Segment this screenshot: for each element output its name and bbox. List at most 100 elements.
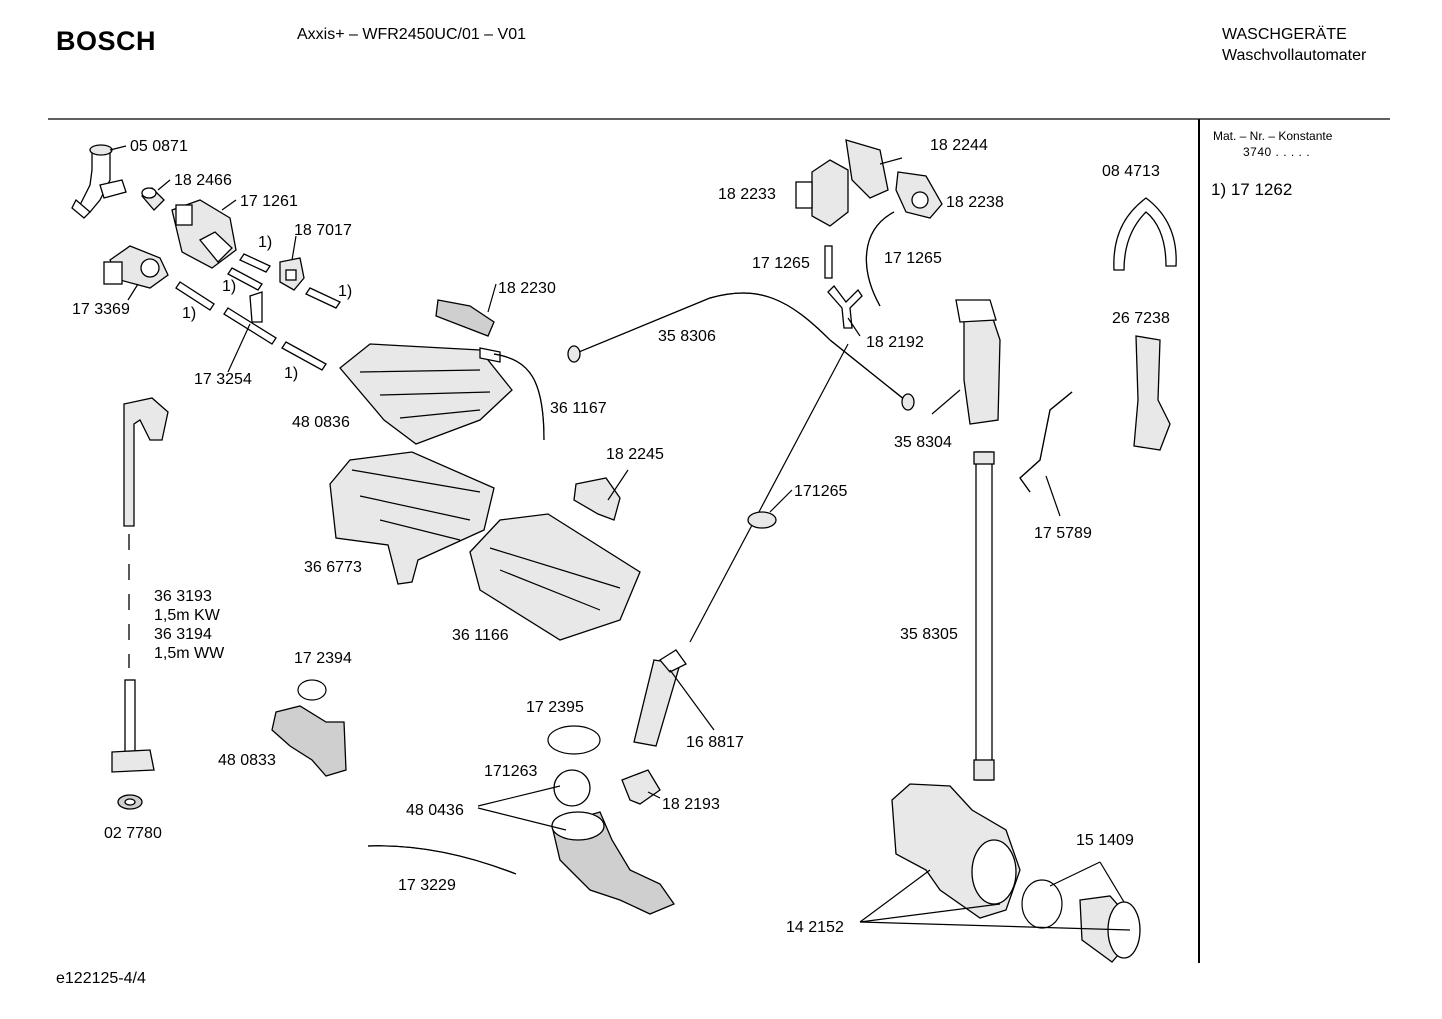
part-label: 18 2193 bbox=[662, 796, 720, 813]
hose-358306 bbox=[567, 292, 915, 411]
tubes-173254 bbox=[175, 253, 341, 371]
ring-172394 bbox=[297, 679, 327, 701]
drain-pump-142152 bbox=[891, 783, 1021, 919]
holder-267238 bbox=[1133, 335, 1171, 451]
part-label: 1,5m WW bbox=[154, 645, 225, 662]
category-subtitle: Waschvollautomater bbox=[1222, 47, 1367, 64]
footnote-1: 1) 17 1262 bbox=[1211, 180, 1293, 199]
hose-connector-050871 bbox=[71, 144, 127, 219]
part-label: 17 1265 bbox=[752, 255, 810, 272]
mat-nr-value: 3740 . . . . . bbox=[1243, 145, 1311, 159]
clip-182245 bbox=[573, 477, 621, 521]
part-label: 16 8817 bbox=[686, 734, 744, 751]
part-label: 48 0833 bbox=[218, 752, 276, 769]
leader-line bbox=[859, 903, 1001, 923]
valve-171261 bbox=[171, 199, 237, 269]
part-label: 18 2244 bbox=[930, 137, 988, 154]
sensor-182193 bbox=[621, 769, 661, 805]
bellows-182230 bbox=[435, 299, 495, 337]
sleeve-182466 bbox=[141, 187, 165, 211]
part-label: 35 8304 bbox=[894, 434, 952, 451]
category-title: WASCHGERÄTE bbox=[1222, 26, 1347, 43]
leader-lines bbox=[109, 145, 1131, 931]
leader-line bbox=[769, 489, 793, 513]
part-label: 17 1261 bbox=[240, 193, 298, 210]
part-label: 17 2395 bbox=[526, 699, 584, 716]
leader-line bbox=[109, 145, 127, 151]
part-label: 36 3193 bbox=[154, 588, 212, 605]
bellows-480833 bbox=[271, 705, 347, 777]
seal-151409 bbox=[1021, 879, 1063, 929]
part-label: 18 2238 bbox=[946, 194, 1004, 211]
part-label: 36 6773 bbox=[304, 559, 362, 576]
part-label: 15 1409 bbox=[1076, 832, 1134, 849]
part-label: 171265 bbox=[794, 483, 847, 500]
y-connector-182192 bbox=[827, 285, 863, 329]
hose-171265-curved bbox=[865, 211, 895, 307]
leader-line bbox=[227, 323, 251, 373]
part-label: 1) bbox=[284, 365, 298, 382]
mat-nr-label: Mat. – Nr. – Konstante bbox=[1213, 129, 1333, 143]
document-id: e122125-4/4 bbox=[56, 970, 146, 987]
part-label: 1) bbox=[258, 234, 272, 251]
part-label: 1,5m KW bbox=[154, 607, 221, 624]
leader-line bbox=[931, 389, 961, 415]
leader-line bbox=[291, 235, 297, 261]
hose-358305 bbox=[973, 451, 995, 781]
leader-line bbox=[477, 785, 561, 807]
valve-173369 bbox=[103, 245, 169, 289]
bracket-182244 bbox=[845, 139, 889, 199]
ring-172395 bbox=[547, 725, 601, 755]
leader-line bbox=[221, 199, 237, 211]
leader-line bbox=[1049, 861, 1101, 887]
drawer-361166 bbox=[469, 513, 641, 641]
pressure-valve-187017 bbox=[279, 257, 305, 291]
leader-line bbox=[859, 921, 1131, 931]
leader-line bbox=[1045, 475, 1061, 517]
leader-line bbox=[879, 157, 903, 165]
part-label: 17 2394 bbox=[294, 650, 352, 667]
part-label: 02 7780 bbox=[104, 825, 162, 842]
part-label: 18 2245 bbox=[606, 446, 664, 463]
leader-line bbox=[847, 317, 861, 337]
part-label: 08 4713 bbox=[1102, 163, 1160, 180]
part-label: 36 1166 bbox=[452, 627, 509, 644]
part-label: 171263 bbox=[484, 763, 537, 780]
leader-line bbox=[157, 179, 171, 191]
sensor-168817 bbox=[633, 649, 687, 747]
pressure-tube-171265 bbox=[689, 343, 849, 643]
leader-line bbox=[127, 283, 139, 301]
part-label: 18 7017 bbox=[294, 222, 352, 239]
part-label: 1) bbox=[222, 278, 236, 295]
part-label: 18 2230 bbox=[498, 280, 556, 297]
leader-line bbox=[607, 469, 629, 501]
bracket-182238 bbox=[895, 171, 943, 219]
part-label: 26 7238 bbox=[1112, 310, 1170, 327]
brand-logo: BOSCH bbox=[56, 26, 157, 56]
part-label: 14 2152 bbox=[786, 919, 844, 936]
part-label: 18 2466 bbox=[174, 172, 232, 189]
sump-480436 bbox=[551, 811, 675, 915]
part-label: 17 3229 bbox=[398, 877, 456, 894]
part-label: 17 3369 bbox=[72, 301, 130, 318]
part-labels: 05 0871 18 2466 17 1261 18 7017 17 3369 … bbox=[72, 137, 1170, 936]
part-label: 1) bbox=[338, 283, 352, 300]
part-label: 05 0871 bbox=[130, 138, 188, 155]
inlet-hose-363193 bbox=[111, 397, 169, 773]
dispenser-tray-366773 bbox=[329, 451, 495, 585]
leader-line bbox=[1099, 861, 1125, 903]
part-label: 36 3194 bbox=[154, 626, 212, 643]
part-label: 48 0436 bbox=[406, 802, 464, 819]
leader-line bbox=[477, 807, 567, 831]
hose-171265-short bbox=[824, 245, 833, 279]
air-trap-358304 bbox=[955, 299, 1001, 425]
leader-line bbox=[487, 283, 497, 313]
part-label: 18 2233 bbox=[718, 186, 776, 203]
part-label: 36 1167 bbox=[550, 400, 607, 417]
part-label: 17 3254 bbox=[194, 371, 252, 388]
part-label: 1) bbox=[182, 305, 196, 322]
part-label: 35 8306 bbox=[658, 328, 716, 345]
bracket-084713 bbox=[1113, 197, 1177, 271]
leader-line bbox=[859, 869, 931, 923]
